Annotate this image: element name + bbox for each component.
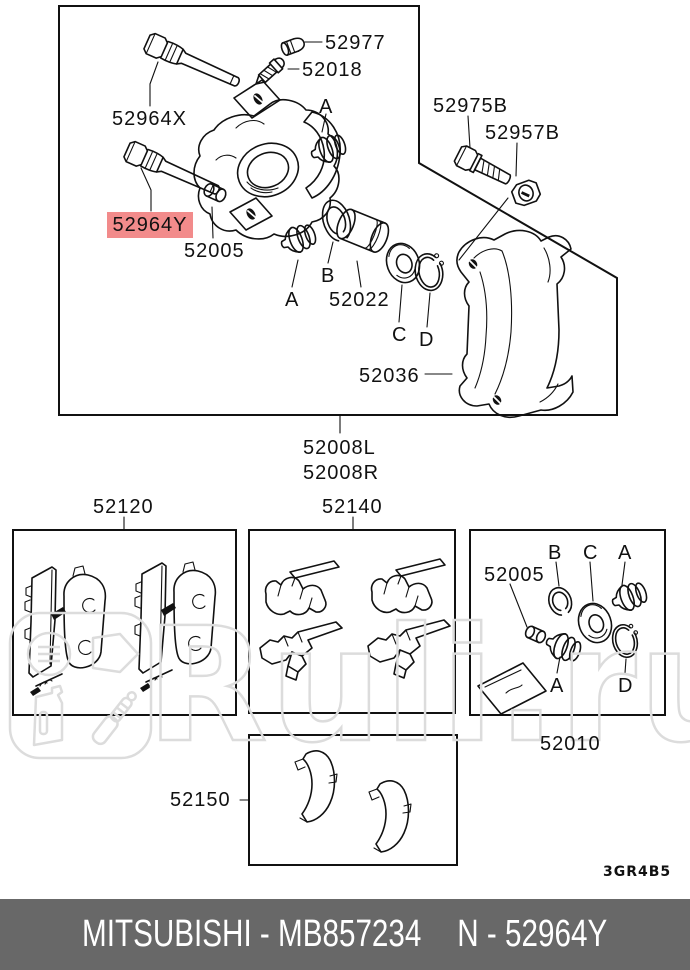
kit-callout-letter-b: B bbox=[548, 542, 563, 564]
piston-52022-drawing bbox=[336, 208, 390, 253]
footer-brand-part-number: MITSUBISHI - MB857234 bbox=[82, 913, 422, 955]
kit-callout-letter-c: C bbox=[583, 542, 599, 564]
seal-c-kit-drawing bbox=[577, 602, 613, 644]
bleeder-52018-drawing bbox=[255, 57, 285, 85]
part-label-52005-main: 52005 bbox=[184, 240, 245, 262]
boot-a-top-drawing bbox=[306, 130, 350, 169]
watermark-text: Ruli.ru bbox=[146, 594, 690, 778]
part-label-52977: 52977 bbox=[325, 32, 386, 54]
part-label-52018: 52018 bbox=[302, 59, 363, 81]
bracket-52036-drawing bbox=[456, 229, 574, 419]
watermark: Ruli.ru bbox=[8, 593, 690, 779]
cap-52977-drawing bbox=[280, 37, 305, 56]
leader-lines-main bbox=[140, 41, 518, 434]
part-label-52964x: 52964X bbox=[112, 108, 187, 130]
watermark-logo bbox=[8, 611, 153, 760]
kit-callout-letter-d: D bbox=[618, 675, 634, 697]
caliper-body-drawing bbox=[193, 79, 341, 240]
callout-letter-c: C bbox=[392, 324, 408, 346]
boot-a-mid-drawing bbox=[276, 220, 320, 259]
repair-kit-box-border bbox=[469, 529, 666, 716]
shims-box-label: 52150 bbox=[170, 789, 231, 811]
highlighted-part-number: 52964Y bbox=[112, 213, 188, 236]
footer-reference-part-number: N - 52964Y bbox=[457, 913, 608, 955]
hardware-box-label: 52140 bbox=[322, 496, 383, 518]
nut-52957b-drawing bbox=[510, 179, 542, 207]
bolt-52975b-drawing bbox=[453, 145, 512, 185]
drawing-sheet-code: 3GR4B5 bbox=[603, 864, 672, 880]
grease-sachet-drawing bbox=[477, 662, 547, 715]
seal-c-main-drawing bbox=[385, 242, 421, 284]
brake-pad-pair-left-drawing bbox=[24, 565, 107, 697]
ring-b-main-drawing bbox=[321, 199, 352, 242]
part-label-52975b: 52975B bbox=[433, 95, 508, 117]
part-label-52957b: 52957B bbox=[485, 122, 560, 144]
shim-right-drawing bbox=[368, 780, 412, 853]
leader-lines-kit bbox=[509, 561, 627, 674]
circlip-d-main-drawing bbox=[414, 252, 444, 292]
kit-callout-letter-a-top: A bbox=[618, 542, 633, 564]
guide-pin-52964y-drawing bbox=[121, 139, 224, 202]
callout-letter-a-mid: A bbox=[285, 289, 300, 311]
part-label-52005-kit: 52005 bbox=[484, 564, 545, 586]
part-label-52036: 52036 bbox=[359, 365, 420, 387]
hardware-box-border bbox=[248, 529, 456, 714]
callout-letter-a-top: A bbox=[319, 96, 334, 118]
part-label-52964y-highlighted[interactable]: 52964Y bbox=[107, 212, 193, 238]
callout-letter-d: D bbox=[419, 329, 435, 351]
main-diagram-border bbox=[58, 5, 618, 416]
assembly-code-left: 52008L bbox=[303, 437, 376, 459]
circlip-d-kit-drawing bbox=[611, 623, 639, 659]
bushing-52005-main-drawing bbox=[203, 182, 227, 203]
bushing-52005-kit-drawing bbox=[524, 625, 547, 644]
pads-box-label: 52120 bbox=[93, 496, 154, 518]
assembly-code-right: 52008R bbox=[303, 462, 380, 484]
group-box-ticks bbox=[123, 516, 573, 801]
footer-bar: MITSUBISHI - MB857234 N - 52964Y bbox=[0, 899, 690, 970]
callout-letter-b: B bbox=[321, 265, 336, 287]
ring-b-kit-drawing bbox=[548, 586, 573, 616]
part-label-52022: 52022 bbox=[329, 289, 390, 311]
repair-kit-box-label: 52010 bbox=[540, 733, 601, 755]
kit-callout-letter-a-bottom: A bbox=[550, 675, 565, 697]
